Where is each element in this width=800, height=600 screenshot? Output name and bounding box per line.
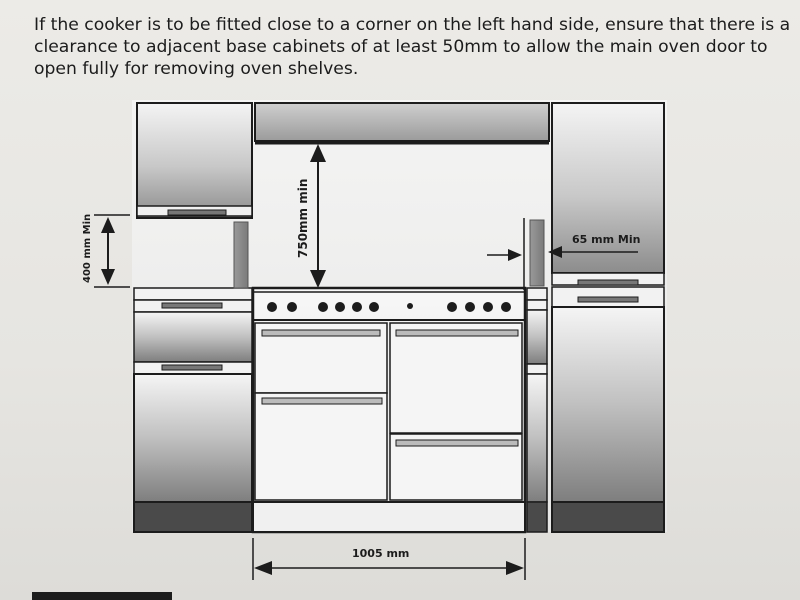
control-knobs <box>267 302 511 312</box>
main-oven-handle <box>261 329 381 337</box>
instruction-text: If the cooker is to be fitted close to a… <box>34 14 791 80</box>
right-oven-door <box>389 322 523 434</box>
side-gap-label: 65 mm Min <box>572 233 640 246</box>
cooker-width-dimension <box>252 538 526 580</box>
next-section-heading-edge <box>32 592 172 600</box>
instruction-line: clearance to adjacent base cabinets of a… <box>34 37 768 57</box>
cooker-hood <box>254 102 550 145</box>
left-wall-cabinet <box>136 102 253 219</box>
left-base-cabinet <box>133 287 253 533</box>
instruction-line: open fully for removing oven shelves. <box>34 59 359 79</box>
height-above-hob-label: 750mm min <box>296 179 310 258</box>
lower-right-handle <box>395 439 519 447</box>
instruction-line: If the cooker is to be fitted close to a… <box>34 15 791 35</box>
cooker-width-label: 1005 mm <box>352 547 409 560</box>
right-tall-cabinet <box>551 102 665 533</box>
right-side-panel <box>529 219 545 287</box>
side-clearance-height-dimension <box>94 214 130 288</box>
right-gap-column <box>526 287 548 533</box>
range-cooker <box>251 286 527 534</box>
lower-left-door <box>254 392 388 501</box>
cooker-plinth <box>252 501 526 533</box>
side-gap-dimension <box>487 218 638 290</box>
side-clearance-height-label: 400 mm Min <box>82 214 93 283</box>
lower-left-handle <box>261 397 383 405</box>
left-side-panel <box>233 221 249 289</box>
right-oven-handle <box>395 329 519 337</box>
height-above-hob-arrow <box>310 144 326 288</box>
